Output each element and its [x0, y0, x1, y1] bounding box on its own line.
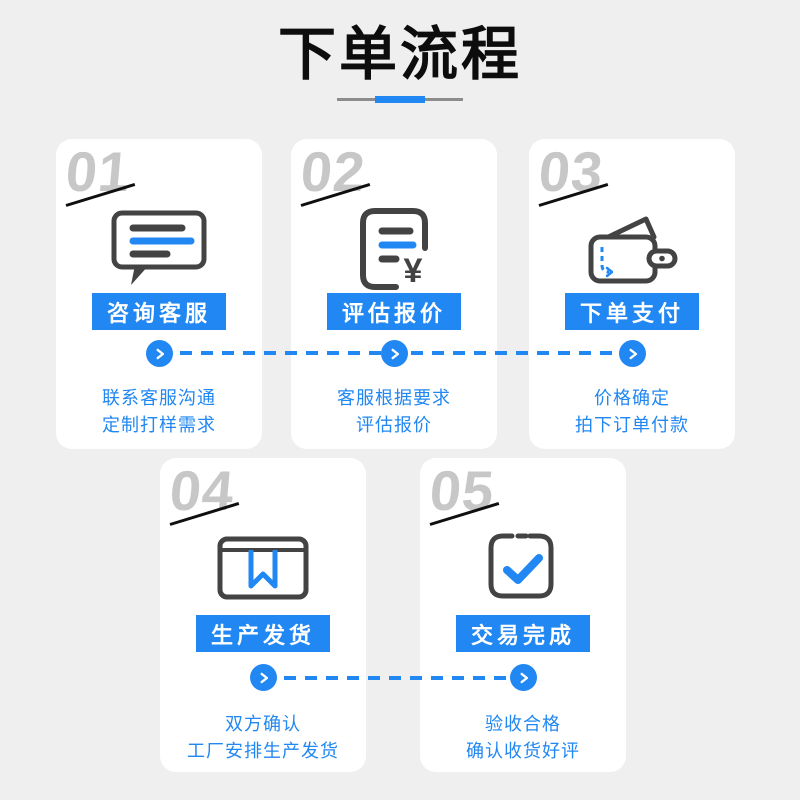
step-number-block: 04 — [167, 459, 310, 530]
yuan-symbol: ¥ — [404, 252, 423, 290]
clipboard-check-icon — [420, 526, 626, 610]
step-description: 双方确认 工厂安排生产发货 — [160, 711, 366, 765]
step-card-5: 05 交易完成 验收合格 确认收货好评 — [420, 458, 626, 772]
desc-line-2: 评估报价 — [356, 415, 432, 435]
desc-line-2: 工厂安排生产发货 — [187, 741, 339, 761]
flow-arrow-icon — [250, 664, 277, 691]
wallet-icon — [529, 207, 735, 291]
step-card-4: 04 生产发货 双方确认 工厂安排生产发货 — [160, 458, 366, 772]
step-number-block: 03 — [536, 140, 679, 211]
page-title: 下单流程 — [277, 22, 522, 87]
header: 下单流程 — [0, 22, 800, 103]
step-description: 客服根据要求 评估报价 — [291, 385, 497, 439]
package-box-icon — [160, 526, 366, 610]
desc-line-1: 客服根据要求 — [337, 388, 451, 408]
desc-line-2: 确认收货好评 — [466, 741, 580, 761]
flow-arrow-icon — [510, 664, 537, 691]
underline-blue-bar — [375, 95, 425, 103]
step-button-ship[interactable]: 生产发货 — [196, 615, 330, 652]
desc-line-2: 定制打样需求 — [102, 415, 216, 435]
title-underline — [337, 95, 463, 103]
flow-arrow-icon — [619, 340, 646, 367]
desc-line-1: 联系客服沟通 — [102, 388, 216, 408]
step-number-block: 05 — [427, 459, 570, 530]
step-description: 联系客服沟通 定制打样需求 — [56, 385, 262, 439]
step-button-pay[interactable]: 下单支付 — [565, 293, 699, 330]
desc-line-2: 拍下订单付款 — [575, 415, 689, 435]
step-button-quote[interactable]: 评估报价 — [327, 293, 461, 330]
step-card-2: 02 ¥ 评估报价 客服根据要求 评估报价 — [291, 139, 497, 449]
step-description: 价格确定 拍下订单付款 — [529, 385, 735, 439]
desc-line-1: 价格确定 — [594, 388, 670, 408]
desc-line-1: 验收合格 — [485, 714, 561, 734]
step-button-consult[interactable]: 咨询客服 — [92, 293, 226, 330]
chat-bubble-icon — [56, 207, 262, 291]
flow-arrow-icon — [381, 340, 408, 367]
step-number-block: 01 — [63, 140, 206, 211]
step-button-complete[interactable]: 交易完成 — [456, 615, 590, 652]
step-description: 验收合格 确认收货好评 — [420, 711, 626, 765]
flow-arrow-icon — [146, 340, 173, 367]
quote-document-icon: ¥ — [291, 207, 497, 291]
desc-line-1: 双方确认 — [225, 714, 301, 734]
flow-dashed-line-row2 — [263, 676, 523, 680]
step-number-block: 02 — [298, 140, 441, 211]
step-card-3: 03 下单支付 价格确定 拍下订单付款 — [529, 139, 735, 449]
step-card-1: 01 咨询客服 联系客服沟通 定制打样需求 — [56, 139, 262, 449]
